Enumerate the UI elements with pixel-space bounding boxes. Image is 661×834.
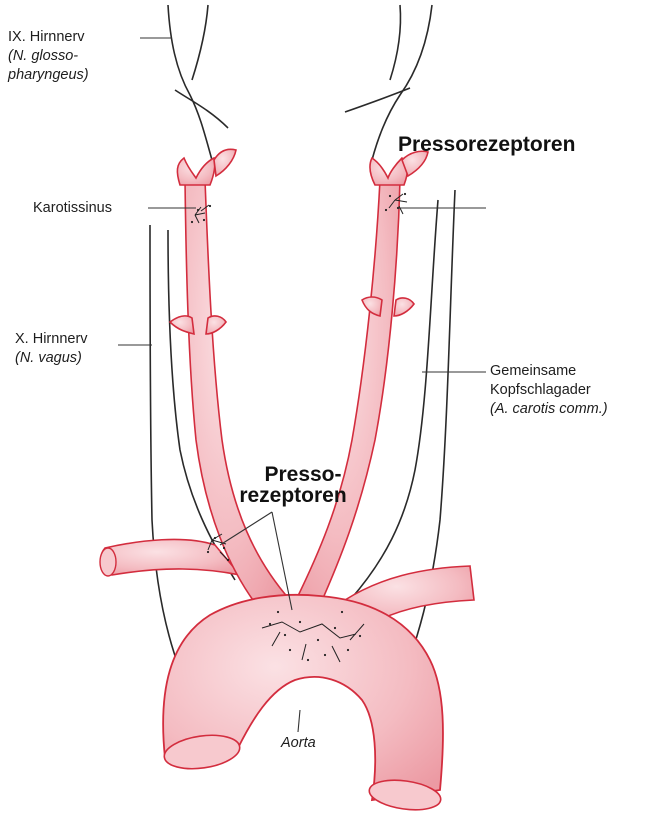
vagus-label-line1: X. Hirnnerv — [15, 330, 88, 349]
left-subclavian-lumen — [100, 548, 116, 576]
left-subclavian-artery — [101, 539, 240, 575]
presso-label-line1: Presso- — [218, 464, 368, 485]
pressorezeptoren-top-label: Pressorezeptoren — [398, 134, 575, 155]
glosso-label-line1: IX. Hirnnerv — [8, 28, 89, 47]
gemeinsame-label-line2: Kopfschlagader — [490, 381, 608, 400]
glosso-label-line2: (N. glosso- — [8, 47, 89, 66]
vagus-label: X. Hirnnerv (N. vagus) — [15, 330, 88, 368]
vagus-label-line2: (N. vagus) — [15, 349, 88, 368]
glosso-label-line3: pharyngeus) — [8, 66, 89, 85]
glosso-label: IX. Hirnnerv (N. glosso- pharyngeus) — [8, 28, 89, 85]
presso-label: Presso- rezeptoren — [218, 464, 368, 506]
gemeinsame-label-line3: (A. carotis comm.) — [490, 400, 608, 419]
aorta-label: Aorta — [281, 734, 316, 753]
karotissinus-label: Karotissinus — [33, 199, 112, 218]
right-common-carotid — [296, 180, 400, 605]
aortic-arch — [163, 595, 443, 800]
presso-label-line2: rezeptoren — [218, 485, 368, 506]
gemeinsame-label-line1: Gemeinsame — [490, 362, 608, 381]
gemeinsame-label: Gemeinsame Kopfschlagader (A. carotis co… — [490, 362, 608, 419]
leader-aorta — [298, 710, 300, 732]
